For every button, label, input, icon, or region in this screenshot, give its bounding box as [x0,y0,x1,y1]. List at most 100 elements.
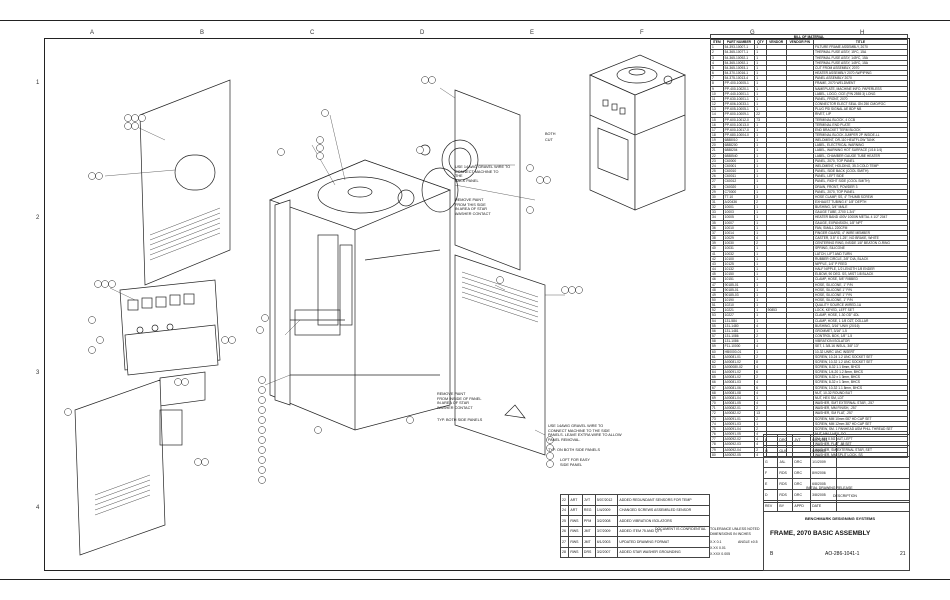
rev-cell: 3/2/2007 [594,546,619,558]
bom-header: QTY [754,39,767,46]
rev2-desc-cell [836,456,910,468]
rev2-desc-cell [836,434,910,446]
bom-cell: LABEL, ELECTRICAL WARNING [812,142,909,149]
rev2-desc-cell [836,445,910,457]
zone-e: E [530,30,535,36]
fan-guard [441,139,479,181]
tolerance-angle: ANGLE ±0.5 [738,540,758,544]
rev-cell: REG [581,504,596,516]
zone-2: 2 [36,215,40,221]
bom-cell: EXHAUST TUBING 4" 1/8" DEPTH [812,198,909,206]
bom-cell: ELBOW, 90 DEG. SS, MIST 1/8 BLACK [812,271,909,278]
bom-cell: THERMAL FUSE ASSY, 145ºC, 15A [812,54,909,61]
bom-cell: CASTER, 3.5" X 1.25", NO BRAKE, WHITE [812,235,909,242]
zone-4: 4 [36,505,40,511]
bom-cell: HOSE CLAMP, SS, 4" THUMB SCREW [812,193,909,201]
rev-cell: ADDED STAR WASHER GROUNDING [617,546,710,558]
bom-cell: THERMAL FUSE ASSY, 145ºC, 15A [812,59,909,66]
rev-cell: 3/7/2009 [594,525,619,537]
rev-cell: 5/07/2012 [594,494,619,506]
tolerance-title: TOLERANCE UNLESS NOTED DIMENSIONS IN INC… [710,527,760,536]
bom-cell: SCREW, MM 12mm 387 HD CAP SET [812,420,909,427]
bom-cell: SCREW, 10-32 1.2 UNC SOCKET SET [812,358,909,366]
rev-cell: RWS [568,515,583,527]
rev-cell: 6/1/2003 [594,536,619,548]
bom-cell: LABEL, CHAMBER GAUGE TUBE HEATER [812,152,909,159]
rev2-cell: DRC [792,456,812,468]
rev2-cell: F [762,467,779,479]
drawing-number: AO-286-1041-1 [825,551,860,557]
bom-cell: FILTURE FRAME ASSEMBLY, 2070 [812,44,909,51]
bom-cell: 80 [710,451,724,458]
rev-cell: ART [568,504,583,516]
bom-cell: SCREW, 10-32 1.1 8mm, BHCS [812,384,909,391]
note-cut: CUT [545,138,553,142]
note-remove-paint: REMOVE PAINT FROM THIS SIDE IN AREA OF S… [455,198,491,216]
company-name: BENCHMARK DESIGNING SYSTEMS [805,516,876,521]
bom-cell: PANEL, RIGHT SIDE (COOL SMITH) [812,178,909,185]
rev2-cell: JAL [777,456,794,468]
zone-f: F [640,30,644,36]
heater-column [317,234,339,326]
rev2-cell: D [762,489,779,501]
drawing-size: B [770,551,774,557]
rev2-cell: BY [777,500,794,512]
rev-cell: RWS [568,536,583,548]
zone-d: D [420,30,425,36]
bill-of-material: BILL OF MATERIAL ITEM PART NUMBER QTY VE… [710,33,909,458]
label-plate [159,409,183,446]
rev-cell: 22 [559,494,570,506]
tolerance-3: X.XXX 0.005 [710,552,731,556]
rev-cell: 1/4/2009 [594,504,619,516]
rev2-cell: RDS [777,489,794,501]
note-remove-paint-panel: REMOVE PAINT FROM INSIDE OF PANEL IN ARE… [437,392,482,410]
rev-cell: JVT [581,494,596,506]
zone-c: C [310,30,315,36]
back-panel [139,79,231,286]
bom-cell: CLAMP, HOSE, 1 1/8 OZT, DOLLAR [812,317,909,324]
rev2-cell: DRC [792,467,812,479]
tolerance-1: X.X 0.1 [710,540,722,544]
rev2-cell: E [762,478,779,490]
rev2-cell: DRC [792,489,812,501]
bom-header: VENDOR P/N [785,39,814,46]
rev2-cell: 9/07/2011 [810,434,837,446]
note-typ-both: TYP. BOTH SIDE PANELS [437,418,483,422]
rev-cell: JMT [581,536,596,548]
rev2-cell: RDS [777,478,794,490]
note-loft: LOFT FOR EASY SIDE PANEL [560,458,590,467]
bom-header: PART NUMBER [722,39,756,46]
rev-description-header: DESCRIPTION [833,494,857,498]
bom-cell: HEATER ASSEMBLY 2070 /W/PIPING [812,70,909,77]
rev-cell: ART [568,494,583,506]
rev-cell: 3/2/2008 [594,515,619,527]
fan [421,167,459,213]
bom-cell: RUBBER CIRCLE, 2/8" DIA, BLACK [812,255,909,262]
note-both: BOTH [545,132,556,136]
rev-cell: 28 [559,546,570,558]
bottom-rule [0,579,950,580]
bom-cell: WELDMENT, HOLDING, 35.3 COLD TEMP [812,162,909,170]
